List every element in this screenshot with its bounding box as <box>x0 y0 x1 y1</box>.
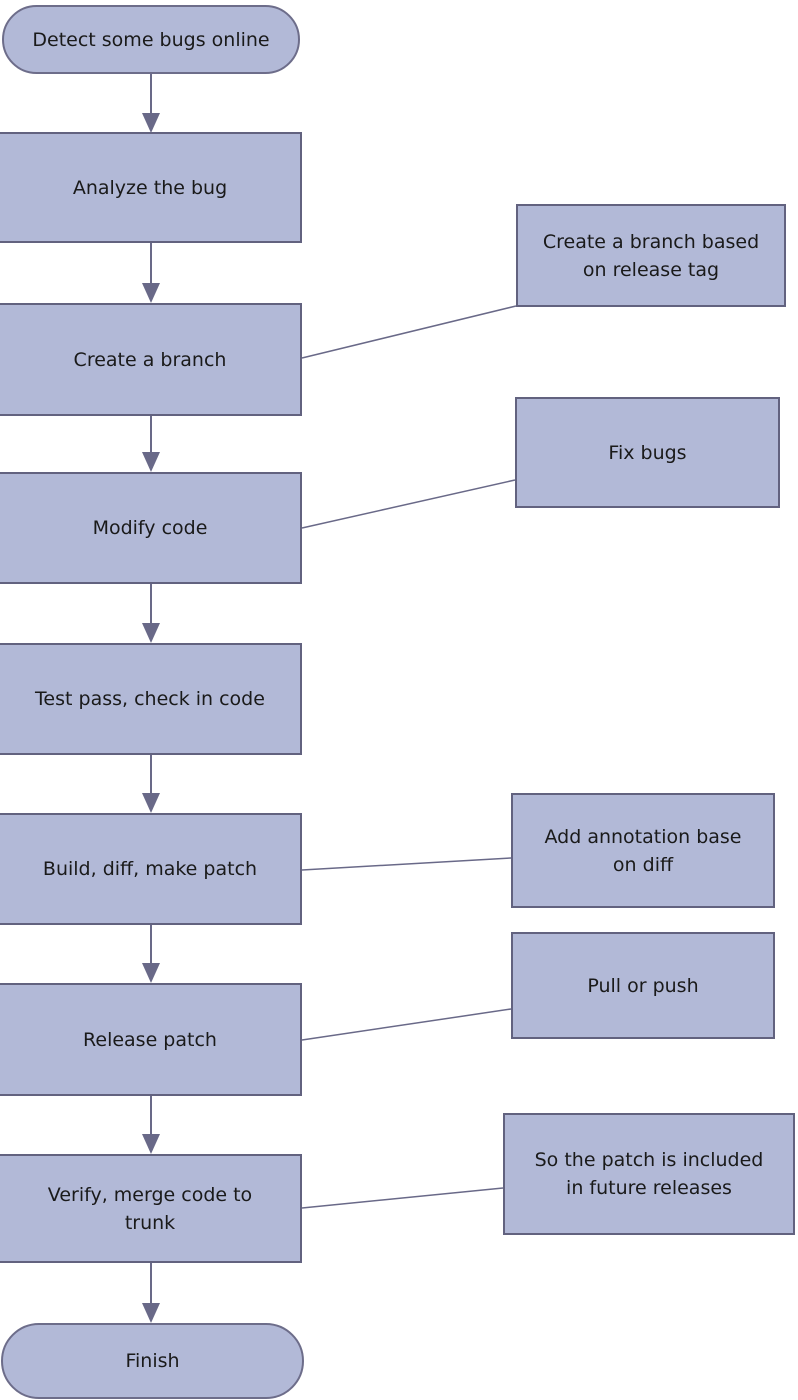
arrowhead <box>142 963 160 983</box>
annotation-patch-note-line2: in future releases <box>566 1177 732 1199</box>
node-verify-merge: Verify, merge code to trunk <box>0 1154 302 1263</box>
annotation-patch-note-line1: So the patch is included <box>534 1149 764 1171</box>
arrowhead <box>142 452 160 472</box>
arrowhead <box>142 113 160 133</box>
node-finish-label: Finish <box>125 1350 180 1372</box>
node-build-diff-label: Build, diff, make patch <box>42 858 258 880</box>
arrowhead <box>142 1303 160 1323</box>
annotation-pull-push-label: Pull or push <box>587 974 699 997</box>
node-release-patch: Release patch <box>0 983 302 1096</box>
node-release-patch-label: Release patch <box>83 1028 217 1051</box>
annotation-add-annotation-label: Add annotation base on diff <box>537 823 750 879</box>
arrowhead <box>142 793 160 813</box>
link-releasepatch-pullpush <box>301 1008 512 1041</box>
link-createbranch-note <box>301 305 517 359</box>
arrowhead <box>142 283 160 303</box>
node-create-branch: Create a branch <box>0 303 302 416</box>
node-analyze: Analyze the bug <box>0 132 302 243</box>
link-builddiff-note <box>301 857 512 871</box>
node-modify-code: Modify code <box>0 472 302 584</box>
annotation-fix-bugs: Fix bugs <box>515 397 780 508</box>
arrowhead <box>142 623 160 643</box>
annotation-branch-note-line2: on release tag <box>582 258 720 281</box>
annotation-patch-note-label: So the patch is included in future relea… <box>527 1146 772 1202</box>
node-verify-merge-line2: trunk <box>124 1211 176 1234</box>
node-finish: Finish <box>1 1323 304 1399</box>
node-verify-merge-label: Verify, merge code to trunk <box>40 1181 260 1237</box>
node-analyze-label: Analyze the bug <box>72 176 228 199</box>
node-create-branch-label: Create a branch <box>73 348 227 371</box>
annotation-patch-note: So the patch is included in future relea… <box>503 1113 795 1235</box>
annotation-fix-bugs-label: Fix bugs <box>608 441 687 464</box>
annotation-add-annotation-line1: Add annotation base <box>544 825 742 848</box>
node-test-pass: Test pass, check in code <box>0 643 302 755</box>
annotation-branch-note-label: Create a branch based on release tag <box>535 228 767 284</box>
node-verify-merge-line1: Verify, merge code to <box>47 1183 253 1206</box>
annotation-pull-push: Pull or push <box>511 932 775 1039</box>
node-modify-code-label: Modify code <box>92 517 208 539</box>
annotation-branch-note-line1: Create a branch based <box>542 230 760 253</box>
node-start-label: Detect some bugs online <box>32 28 270 51</box>
annotation-branch-note: Create a branch based on release tag <box>516 204 786 307</box>
link-verify-note <box>301 1187 504 1209</box>
node-start: Detect some bugs online <box>2 5 300 74</box>
link-modifycode-fixbugs <box>301 479 516 529</box>
annotation-add-annotation: Add annotation base on diff <box>511 793 775 908</box>
arrowhead <box>142 1134 160 1154</box>
annotation-add-annotation-line2: on diff <box>612 853 674 876</box>
node-test-pass-label: Test pass, check in code <box>35 688 265 710</box>
node-build-diff: Build, diff, make patch <box>0 813 302 925</box>
